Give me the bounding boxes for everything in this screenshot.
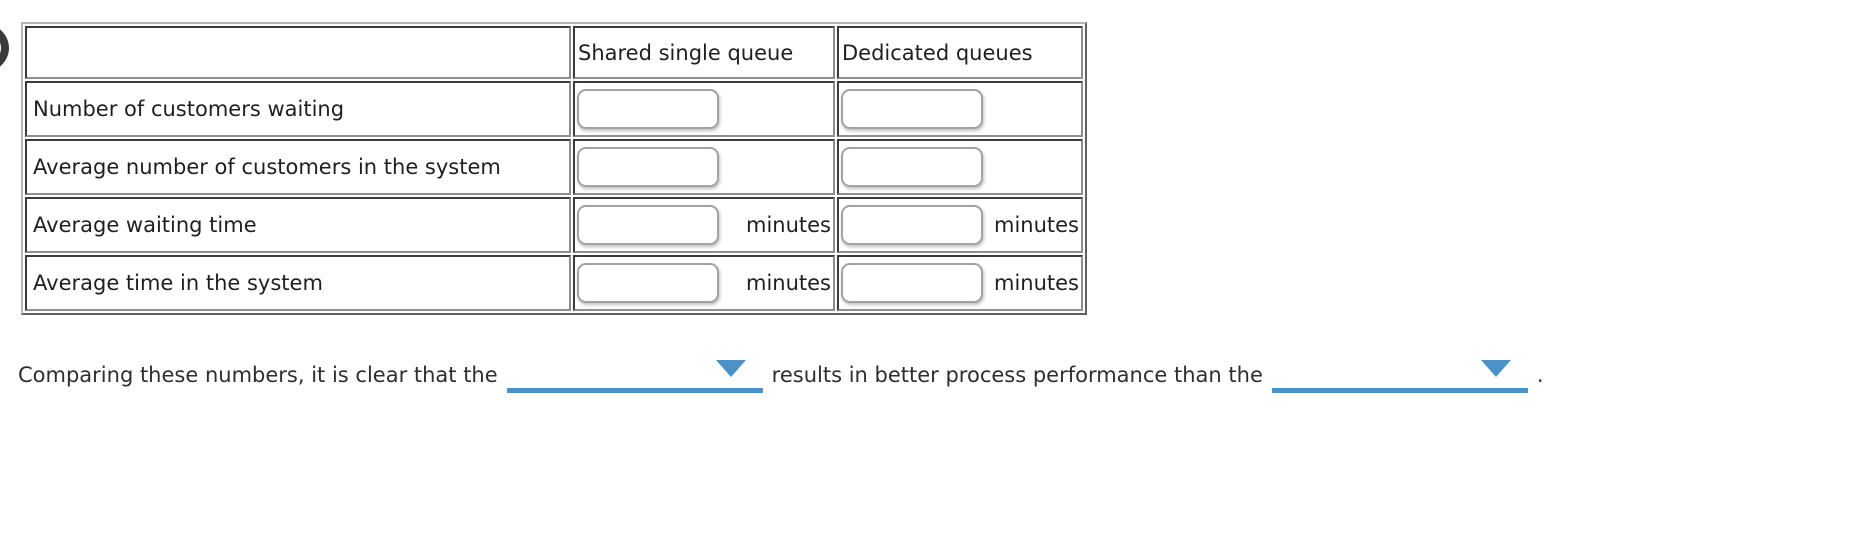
sentence-period: . — [1536, 363, 1544, 387]
conclusion-sentence: Comparing these numbers, it is clear tha… — [18, 358, 1768, 393]
input-time-in-system-shared[interactable] — [577, 263, 719, 303]
queue-comparison-table: Shared single queue Dedicated queues Num… — [21, 22, 1087, 315]
unit-label-minutes: minutes — [993, 213, 1079, 237]
row-label-time-in-system: Average time in the system — [25, 255, 571, 311]
input-waiting-time-shared[interactable] — [577, 205, 719, 245]
header-dedicated-queues: Dedicated queues — [837, 26, 1083, 79]
table-row: Average number of customers in the syste… — [25, 139, 1083, 195]
unit-label-minutes: minutes — [993, 271, 1079, 295]
input-waiting-time-dedicated[interactable] — [841, 205, 983, 245]
input-customers-in-system-dedicated[interactable] — [841, 147, 983, 187]
header-shared-single-queue: Shared single queue — [573, 26, 835, 79]
comparison-dropdown-1[interactable] — [506, 358, 763, 393]
unit-label-minutes: minutes — [745, 213, 831, 237]
table-row: Average time in the system minutes minut… — [25, 255, 1083, 311]
paren-arc — [0, 24, 9, 72]
input-customers-in-system-shared[interactable] — [577, 147, 719, 187]
input-customers-waiting-dedicated[interactable] — [841, 89, 983, 129]
table-header-row: Shared single queue Dedicated queues — [25, 26, 1083, 79]
dropdown-arrow-icon — [1480, 360, 1511, 377]
table-row: Number of customers waiting — [25, 81, 1083, 137]
row-label-average-waiting-time: Average waiting time — [25, 197, 571, 253]
input-time-in-system-dedicated[interactable] — [841, 263, 983, 303]
row-label-customers-waiting: Number of customers waiting — [25, 81, 571, 137]
unit-label-minutes: minutes — [745, 271, 831, 295]
comparison-dropdown-2[interactable] — [1271, 358, 1528, 393]
question-label-paren — [0, 22, 10, 78]
input-customers-waiting-shared[interactable] — [577, 89, 719, 129]
dropdown-arrow-icon — [715, 360, 746, 377]
sentence-lead-text: Comparing these numbers, it is clear tha… — [18, 363, 498, 387]
row-label-customers-in-system: Average number of customers in the syste… — [25, 139, 571, 195]
header-blank-cell — [25, 26, 571, 79]
table-row: Average waiting time minutes minutes — [25, 197, 1083, 253]
sentence-middle-text: results in better process performance th… — [771, 363, 1263, 387]
